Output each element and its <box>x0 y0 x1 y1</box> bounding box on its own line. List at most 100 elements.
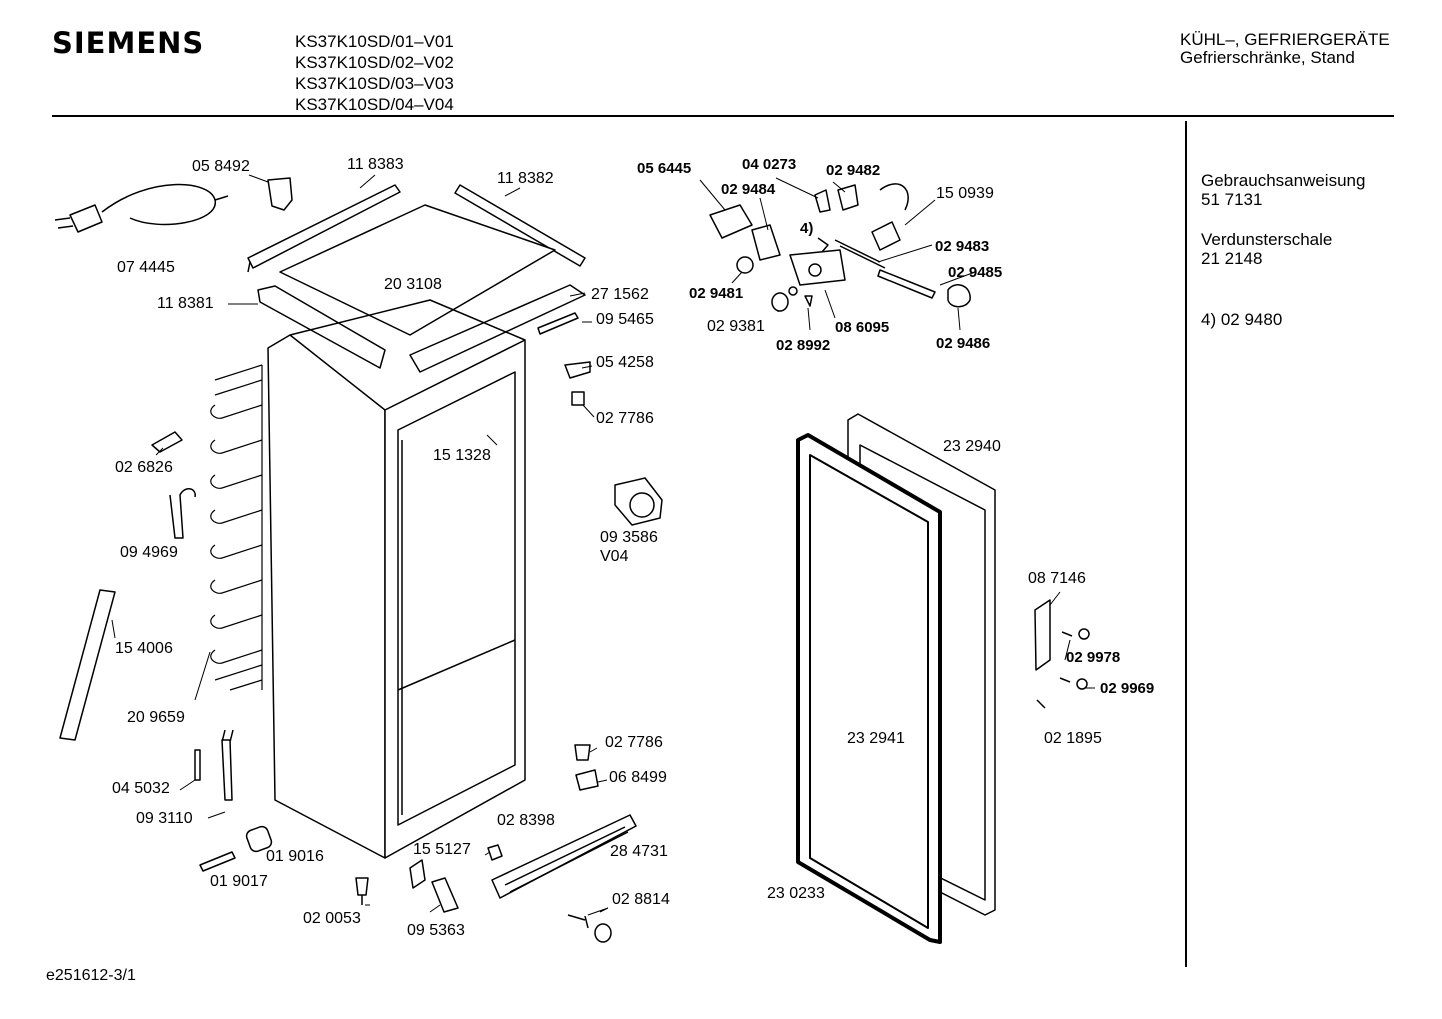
part-label: 09 5465 <box>596 311 654 328</box>
part-label: 4) <box>800 220 814 237</box>
door-hinge <box>1034 599 1051 671</box>
part-label: 05 4258 <box>596 354 654 371</box>
model-list: KS37K10SD/01–V01 KS37K10SD/02–V02 KS37K1… <box>295 31 454 115</box>
part-label: 02 9483 <box>935 238 990 255</box>
top-cover <box>279 204 556 336</box>
part-label: 02 7786 <box>605 734 663 751</box>
manual-number: 51 7131 <box>1201 190 1263 209</box>
small-strip <box>537 312 579 335</box>
part-label: 02 9481 <box>689 285 744 302</box>
hinge-clip <box>575 769 599 791</box>
part-label: 05 8492 <box>192 158 250 175</box>
cover-cap <box>594 923 612 943</box>
tray-number: 21 2148 <box>1201 249 1263 268</box>
part-label: 20 3108 <box>384 276 442 293</box>
foot-screw <box>355 877 369 905</box>
small-cap <box>487 844 503 861</box>
thermostat-cluster <box>709 183 971 312</box>
tray-info: Verdunsterschale 21 2148 <box>1201 230 1332 268</box>
manual-info: Gebrauchsanweisung 51 7131 <box>1201 171 1365 209</box>
part-label: 05 6445 <box>637 160 692 177</box>
part-label: 28 4731 <box>610 843 668 860</box>
leader-lines <box>111 174 1095 916</box>
part-label: 04 5032 <box>112 780 170 797</box>
hinge-bracket <box>431 877 459 913</box>
drawing-code: e251612-3/1 <box>46 967 136 984</box>
part-label: 15 4006 <box>115 640 173 657</box>
screw-b <box>1059 677 1071 683</box>
heater-element <box>221 729 234 801</box>
part-label: 20 9659 <box>127 709 185 726</box>
part-label: 23 0233 <box>767 885 825 902</box>
model-number: KS37K10SD/04–V04 <box>295 95 454 114</box>
part-label: 02 0053 <box>303 910 361 927</box>
screw-a <box>1061 631 1073 637</box>
drain-hose <box>169 488 196 539</box>
screw-c <box>1036 699 1046 709</box>
model-number: KS37K10SD/02–V02 <box>295 53 454 72</box>
part-label: 02 6826 <box>115 459 173 476</box>
manual-label: Gebrauchsanweisung <box>1201 171 1366 190</box>
part-label: 02 8814 <box>612 891 670 908</box>
part-label: 08 6095 <box>835 319 890 336</box>
part-label: 01 9017 <box>210 873 268 890</box>
ventilation-grille <box>491 814 637 899</box>
part-label: 02 8992 <box>776 337 831 354</box>
sensor-probe <box>194 749 201 781</box>
part-label: 11 8383 <box>347 156 404 173</box>
hinge-part <box>409 859 426 889</box>
bushing <box>245 825 273 853</box>
part-label: 11 8381 <box>157 295 214 312</box>
model-number: KS37K10SD/03–V03 <box>295 74 454 93</box>
part-label: 02 7786 <box>596 410 654 427</box>
part-label: 01 9016 <box>266 848 324 865</box>
part-label: 02 9381 <box>707 318 765 335</box>
part-label: 27 1562 <box>591 286 649 303</box>
part-label: 15 5127 <box>413 841 471 858</box>
cap-a <box>1078 628 1090 640</box>
cabinet-body <box>267 299 526 859</box>
brand-logo: SIEMENS <box>52 26 205 60</box>
model-number: KS37K10SD/01–V01 <box>295 32 454 51</box>
bumper <box>571 391 585 406</box>
bracket <box>267 177 293 211</box>
part-label: 02 9484 <box>721 181 776 198</box>
vertical-strip <box>59 589 116 741</box>
fan-motor <box>614 477 663 526</box>
tray-label: Verdunsterschale <box>1201 230 1333 249</box>
door-gasket <box>796 433 942 944</box>
category: KÜHL–, GEFRIERGERÄTE Gefrierschränke, St… <box>1180 31 1390 67</box>
top-rail-right <box>454 184 586 267</box>
hinge-pin <box>564 361 591 379</box>
part-label: V04 <box>600 548 629 565</box>
part-label: 09 3586 <box>600 529 658 546</box>
part-label: 06 8499 <box>609 769 667 786</box>
part-label: 02 1895 <box>1044 730 1102 747</box>
part-label: 02 9482 <box>826 162 881 179</box>
part-label: 23 2941 <box>847 730 905 747</box>
clip <box>151 431 183 453</box>
power-cord <box>54 183 229 233</box>
part-label: 23 2940 <box>943 438 1001 455</box>
condenser-coil <box>210 364 263 691</box>
part-label: 07 4445 <box>117 259 175 276</box>
screw <box>567 914 589 929</box>
part-label: 15 1328 <box>433 447 491 464</box>
part-label: 08 7146 <box>1028 570 1086 587</box>
header-divider <box>52 115 1394 117</box>
side-divider <box>1185 121 1187 967</box>
part-label: 15 0939 <box>936 185 994 202</box>
top-rail-left <box>247 184 401 273</box>
part-label: 09 3110 <box>136 810 193 827</box>
part-label: 02 9969 <box>1100 680 1155 697</box>
part-label: 02 8398 <box>497 812 555 829</box>
part-label: 04 0273 <box>742 156 797 173</box>
footnote-4: 4) 02 9480 <box>1201 310 1283 329</box>
pin <box>199 851 236 872</box>
category-subtitle: Gefrierschränke, Stand <box>1180 48 1355 67</box>
part-label: 02 9978 <box>1066 649 1121 666</box>
cap-b <box>1076 678 1088 690</box>
foot <box>574 744 591 761</box>
part-label: 09 4969 <box>120 544 178 561</box>
